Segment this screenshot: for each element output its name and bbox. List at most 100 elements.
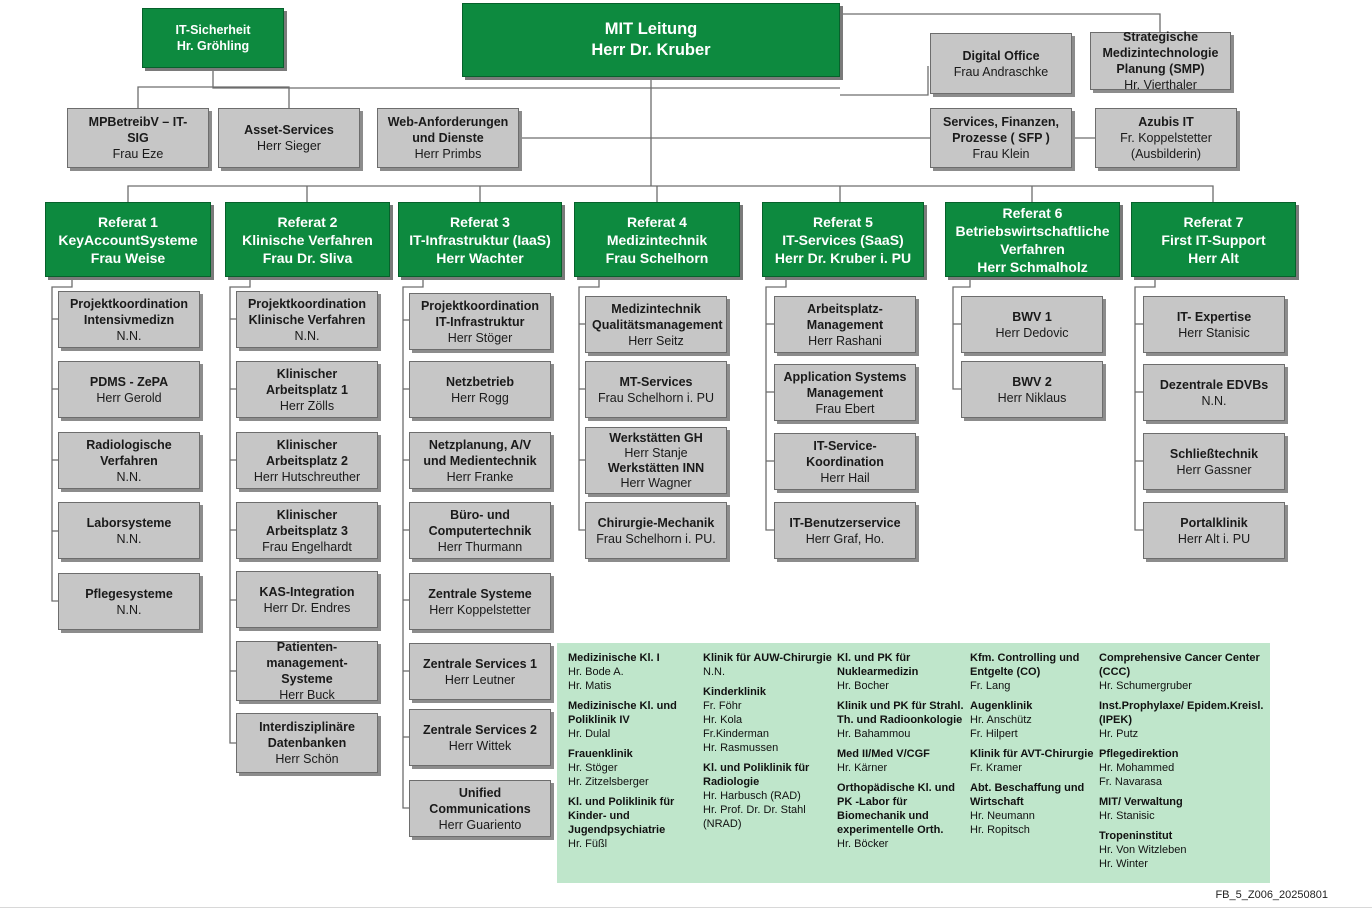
clinic-contacts: Fr. Lang	[970, 680, 1011, 692]
clinic-contacts: Hr. Neumann Hr. Ropitsch	[970, 810, 1035, 836]
strategische-planung-head: Hr. Vierthaler	[1124, 78, 1197, 92]
clinic-name: Inst.Prophylaxe/ Epidem.Kreisl.(IPEK)	[1099, 700, 1264, 726]
sfp-box: Services, Finanzen, Prozesse ( SFP ) Fra…	[930, 108, 1072, 168]
clinic-entry: Kfm. Controlling und Entgelte (CO)Fr. La…	[970, 651, 1095, 693]
unit-title: Laborsysteme	[86, 515, 172, 530]
clinic-contacts: Hr. Füßl	[568, 838, 608, 850]
unit-sub-person: Herr Thurmann	[437, 539, 523, 554]
digital-office-title: Digital Office	[962, 48, 1040, 63]
clinic-entry: Comprehensive Cancer Center (CCC)Hr. Sch…	[1099, 651, 1267, 693]
clinic-contacts: Hr. Mohammed Fr. Navarasa	[1099, 762, 1175, 788]
unit-sub-person: Herr Stanisic	[1178, 325, 1250, 340]
unit-sub-person: Herr Wittek	[448, 738, 512, 753]
unit-sub-person: N.N.	[116, 531, 142, 546]
unit-sub-person: Herr Koppelstetter	[429, 602, 531, 617]
unit-sub-person: N.N.	[1201, 393, 1227, 408]
unit-sub-person: Frau Engelhardt	[262, 539, 352, 554]
unit-sub-person: Herr Hail	[820, 470, 870, 485]
unit-sub-person: Frau Schelhorn i. PU	[597, 390, 715, 405]
clinic-contacts: Hr. Dulal	[568, 728, 611, 740]
it-sicherheit-title: IT-Sicherheit	[175, 23, 251, 37]
clinic-contacts: Fr. Föhr Hr. Kola Fr.Kinderman Hr. Rasmu…	[703, 700, 779, 754]
clinic-contacts: Hr. Harbusch (RAD) Hr. Prof. Dr. Dr. Sta…	[703, 790, 806, 830]
unit-title: Patienten-management-Systeme	[266, 640, 348, 686]
clinic-name: Klinik für AUW-Chirurgie	[703, 652, 832, 664]
unit-sub-person: Herr Schön	[275, 752, 339, 766]
referat-7-sub: First IT-Support	[1161, 231, 1266, 248]
clinic-contacts: Hr. Schumergruber	[1099, 680, 1192, 692]
unit-title: Chirurgie-Mechanik	[597, 515, 715, 530]
unit-title: Application Systems Management	[783, 369, 907, 400]
document-code: FB_5_Z006_20250801	[1215, 889, 1328, 901]
mit-leitung-box: MIT Leitung Herr Dr. Kruber	[462, 3, 840, 77]
unit-title: Zentrale Services 1	[423, 656, 537, 671]
azubis-it-head: Fr. Koppelstetter (Ausbilderin)	[1120, 131, 1212, 161]
referat-2-title: Referat 2	[277, 213, 338, 230]
sfp-head: Frau Klein	[972, 147, 1030, 161]
unit-title: MT-Services	[619, 374, 693, 389]
unit-title2: Werkstätten INN	[607, 460, 705, 475]
unit-sub-person: Frau Schelhorn i. PU.	[596, 531, 716, 546]
referat-6-head: Herr Schmalholz	[977, 258, 1088, 275]
clinic-name: Augenklinik	[970, 700, 1033, 712]
referat-2-head: Frau Dr. Sliva	[262, 249, 353, 266]
unit-sub-person: N.N.	[294, 328, 320, 343]
unit-sub-person: Herr Graf, Ho.	[805, 531, 885, 546]
unit-title: Unified Communications	[429, 785, 531, 816]
unit-title: Interdisziplinäre Datenbanken	[259, 720, 355, 750]
digital-office-head: Frau Andraschke	[953, 64, 1049, 79]
unit-title: KAS-Integration	[259, 584, 355, 599]
unit-sub-person: Herr Rashani	[808, 333, 882, 348]
unit-sub-person: Herr Zölls	[279, 398, 335, 413]
unit-title: Projektkoordination Klinische Verfahren	[247, 296, 367, 327]
clinic-contacts: Hr. Putz	[1099, 728, 1139, 740]
mpbetreibv-title: MPBetreibV – IT-SIG	[88, 115, 188, 145]
referat-7-head: Herr Alt	[1188, 249, 1239, 266]
unit-sub-person: Herr Buck	[279, 688, 335, 702]
referat-2-sub: Klinische Verfahren	[242, 231, 373, 248]
web-anforderungen-box: Web-Anforderungen und Dienste Herr Primb…	[377, 108, 519, 168]
bottom-divider	[0, 907, 1372, 908]
mit-leitung-head: Herr Dr. Kruber	[591, 41, 711, 59]
unit-title: PDMS - ZePA	[89, 374, 169, 389]
clinic-name: Frauenklinik	[568, 748, 633, 760]
it-sicherheit-box: IT-Sicherheit Hr. Gröhling	[142, 8, 284, 68]
it-sicherheit-head: Hr. Gröhling	[176, 39, 250, 53]
mpbetreibv-head: Frau Eze	[112, 147, 164, 161]
unit-sub-person: Frau Ebert	[815, 401, 875, 416]
clinic-name: Tropeninstitut	[1099, 830, 1173, 842]
referat-6-sub: Betriebswirtschaftliche Verfahren	[955, 222, 1110, 257]
referat-1-title: Referat 1	[98, 213, 158, 230]
clinic-name: Orthopädische Kl. und PK -Labor für Biom…	[837, 782, 955, 836]
unit-title: Klinischer Arbeitsplatz 3	[266, 507, 348, 538]
asset-services-head: Herr Sieger	[257, 139, 321, 153]
